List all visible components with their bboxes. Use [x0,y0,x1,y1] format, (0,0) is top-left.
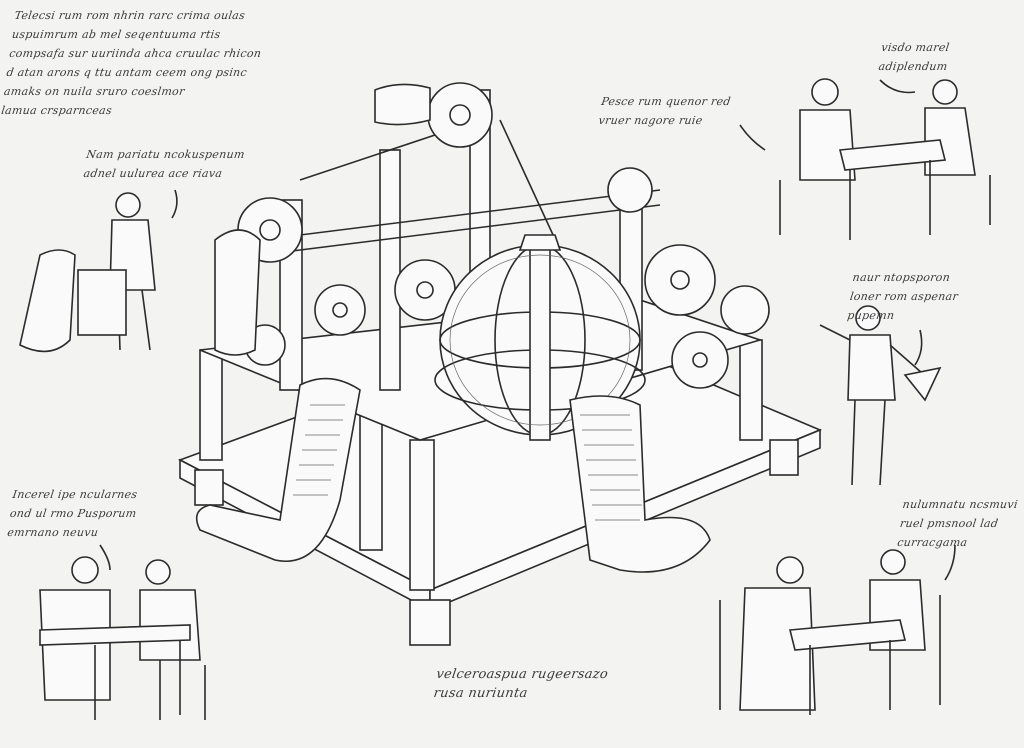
scrolls [195,83,711,573]
armillary-sphere [434,234,646,441]
scholars-at-table-top-right [779,78,991,240]
caption: velceroaspua rugeersazo rusa nuriunta [432,667,610,701]
gears [237,82,770,389]
scholars-at-table-bottom-left [39,556,206,720]
note-right-middle: naur ntopsporon loner rom aspenar pupemn [846,271,959,322]
note-top-left: Telecsi rum rom nhrin rarc crima oulas u… [0,9,263,117]
speaking-scholar-right [819,305,942,486]
note-left-figure: Nam pariatu ncokuspenum adnel uulurea ac… [82,148,246,180]
note-bottom-left: Incerel ipe ncularnes ond ul rmo Pusporu… [6,488,139,539]
scholar-with-scroll [19,192,156,353]
annotation-arrows [99,79,956,581]
note-right-lower: nulumnatu ncsmuvi ruel pmsnool lad curra… [896,498,1019,549]
scholars-at-table-bottom-right [719,549,941,715]
note-top-right: visdo marel adiplendum [877,41,951,73]
note-top-center-right: Pesce rum quenor red vruer nagore ruie [597,95,732,127]
